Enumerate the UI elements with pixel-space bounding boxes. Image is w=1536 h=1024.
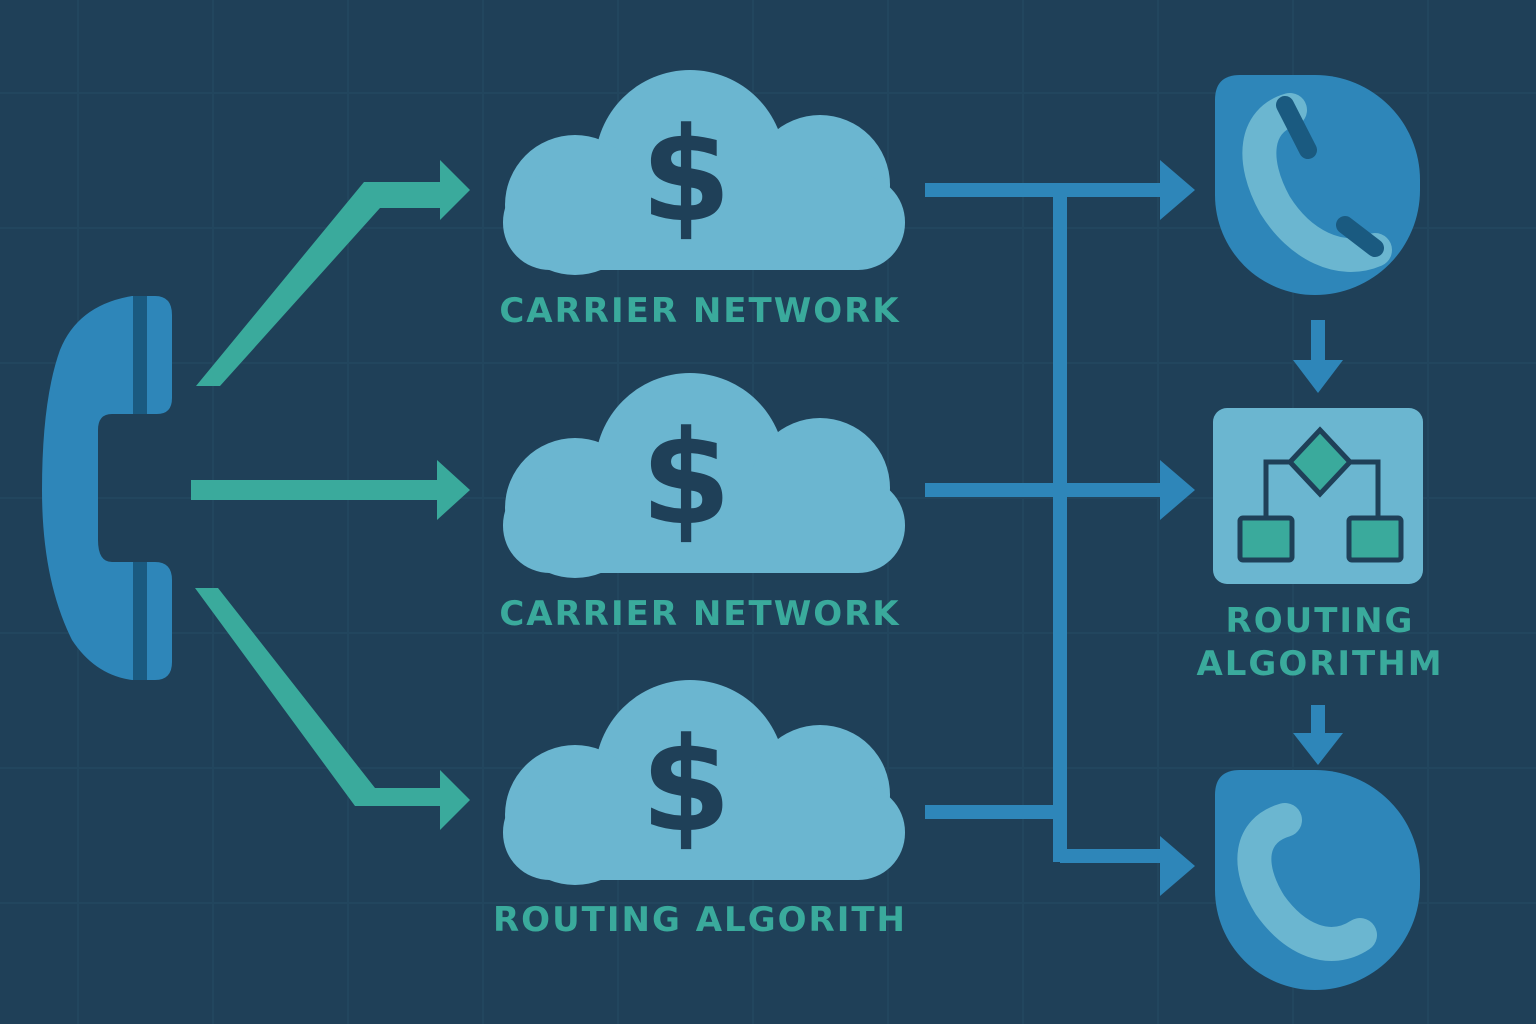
cloud-1-label: CARRIER NETWORK bbox=[499, 291, 901, 331]
cloud-3-label: ROUTING ALGORITH bbox=[492, 900, 907, 940]
routing-algorithm-label-1: ROUTING bbox=[1225, 601, 1415, 641]
flowchart-icon bbox=[1237, 426, 1404, 563]
dollar-icon: $ bbox=[641, 709, 731, 861]
top-phone-tile bbox=[1215, 75, 1420, 295]
arrow-to-cloud-1 bbox=[196, 160, 470, 386]
dollar-icon: $ bbox=[641, 402, 731, 554]
cloud-2-label: CARRIER NETWORK bbox=[499, 594, 901, 634]
blue-connectors bbox=[925, 183, 1165, 863]
arrow-to-cloud-3 bbox=[195, 588, 470, 830]
phone-handset-icon bbox=[42, 296, 172, 680]
arrow-to-cloud-2 bbox=[191, 460, 470, 520]
blue-arrowheads bbox=[1160, 160, 1343, 896]
routing-algorithm-label-2: ALGORITHM bbox=[1196, 644, 1444, 684]
bottom-phone-tile bbox=[1215, 770, 1420, 990]
teal-arrows bbox=[191, 160, 470, 830]
dollar-icon: $ bbox=[641, 99, 731, 251]
phone-icon bbox=[1237, 803, 1377, 961]
routing-algorithm-box bbox=[1213, 408, 1423, 584]
